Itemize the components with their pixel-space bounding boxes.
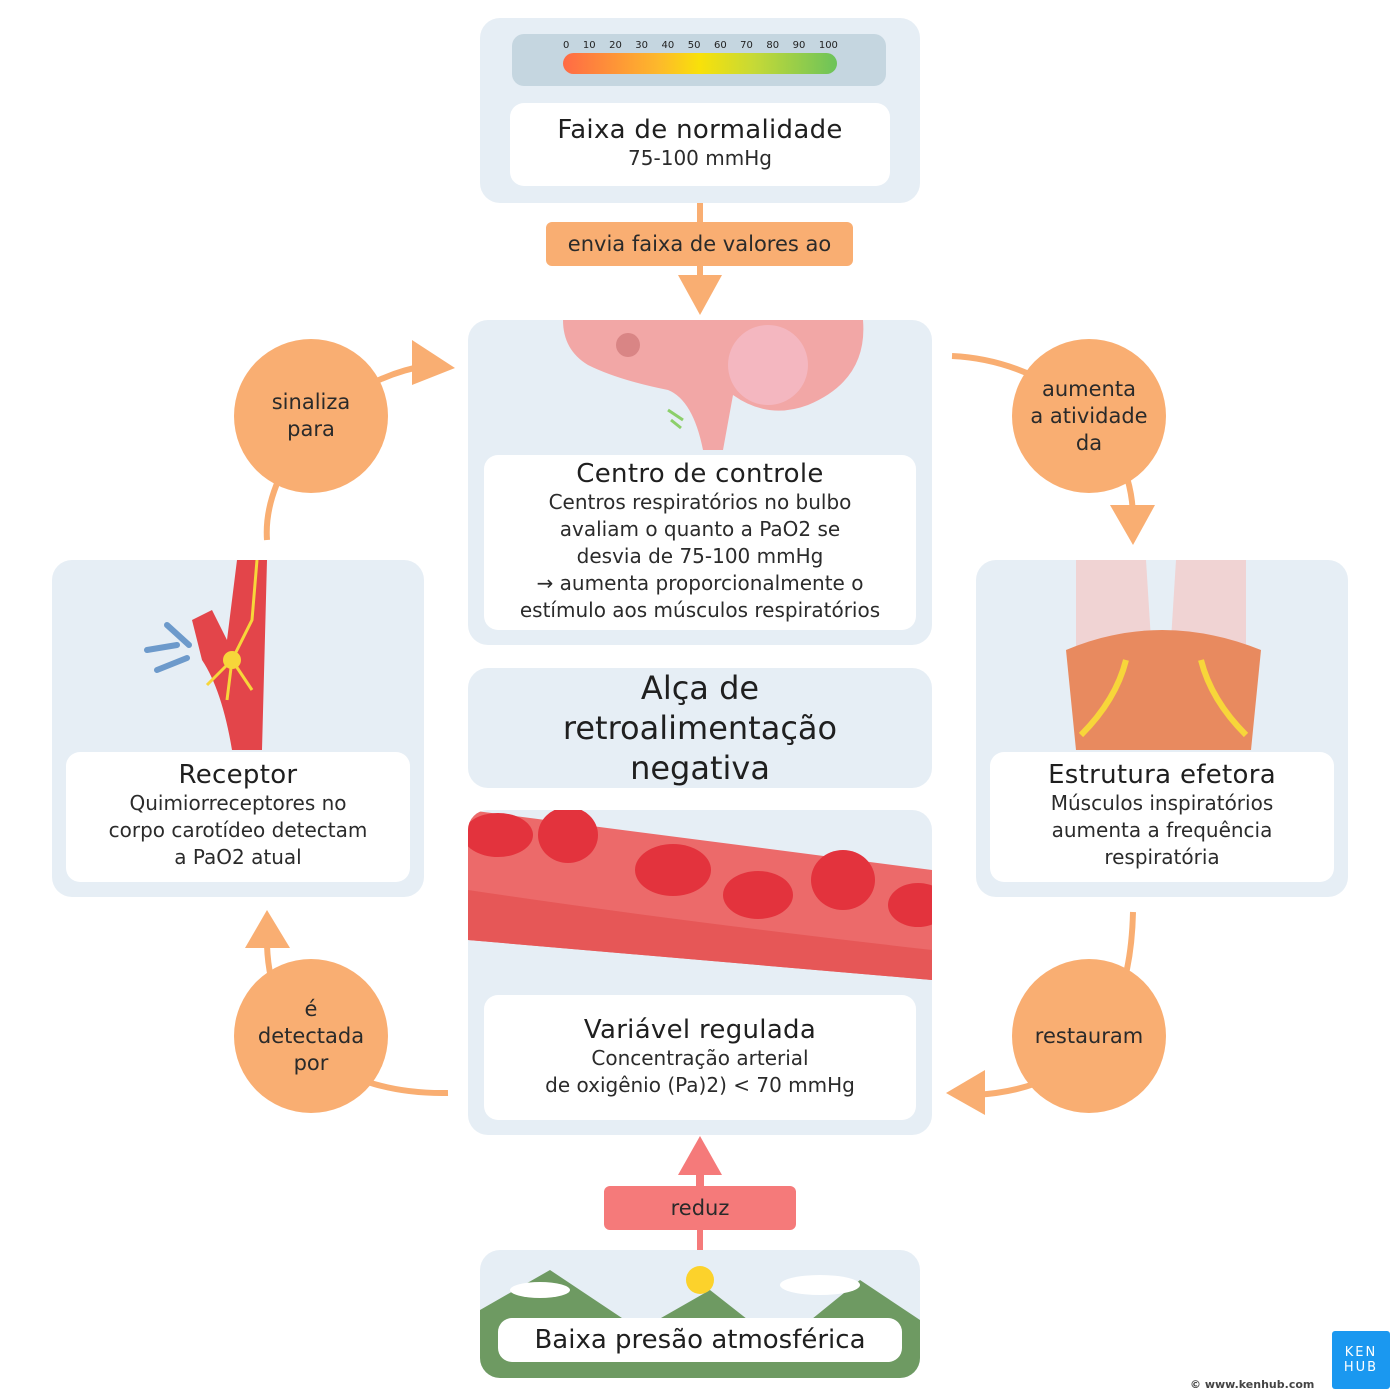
diaphragm-icon [1066,560,1261,750]
reduces-label: reduz [604,1186,796,1230]
blood-vessel-icon [468,810,932,980]
normal-range-title: Faixa de normalidade [557,115,843,145]
stimulus-label: Baixa presão atmosférica [498,1318,902,1362]
regulated-variable-title: Variável regulada [583,1015,817,1045]
send-label: envia faixa de valores ao [546,222,853,266]
scale-gradient [563,53,837,74]
regulated-variable-card: Variável regulada Concentração arterial … [484,995,916,1120]
normal-range-card: Faixa de normalidade 75-100 mmHg [510,103,890,186]
receptor-card: Receptor Quimiorreceptores no corpo caro… [66,752,410,882]
control-center-card: Centro de controle Centros respiratórios… [484,455,916,630]
effector-card: Estrutura efetora Músculos inspiratórios… [990,752,1334,882]
restore-circle: restauram [1012,959,1166,1113]
carotid-icon [144,560,267,750]
copyright: © www.kenhub.com [1190,1378,1315,1391]
brain-icon [563,320,864,450]
effector-title: Estrutura efetora [1048,760,1276,790]
kenhub-logo[interactable]: KEN HUB [1332,1331,1390,1389]
receptor-title: Receptor [178,760,298,790]
control-center-title: Centro de controle [576,459,824,489]
normal-range-value: 75-100 mmHg [628,146,772,170]
loop-title: Alça de retroalimentação negativa [468,668,932,788]
